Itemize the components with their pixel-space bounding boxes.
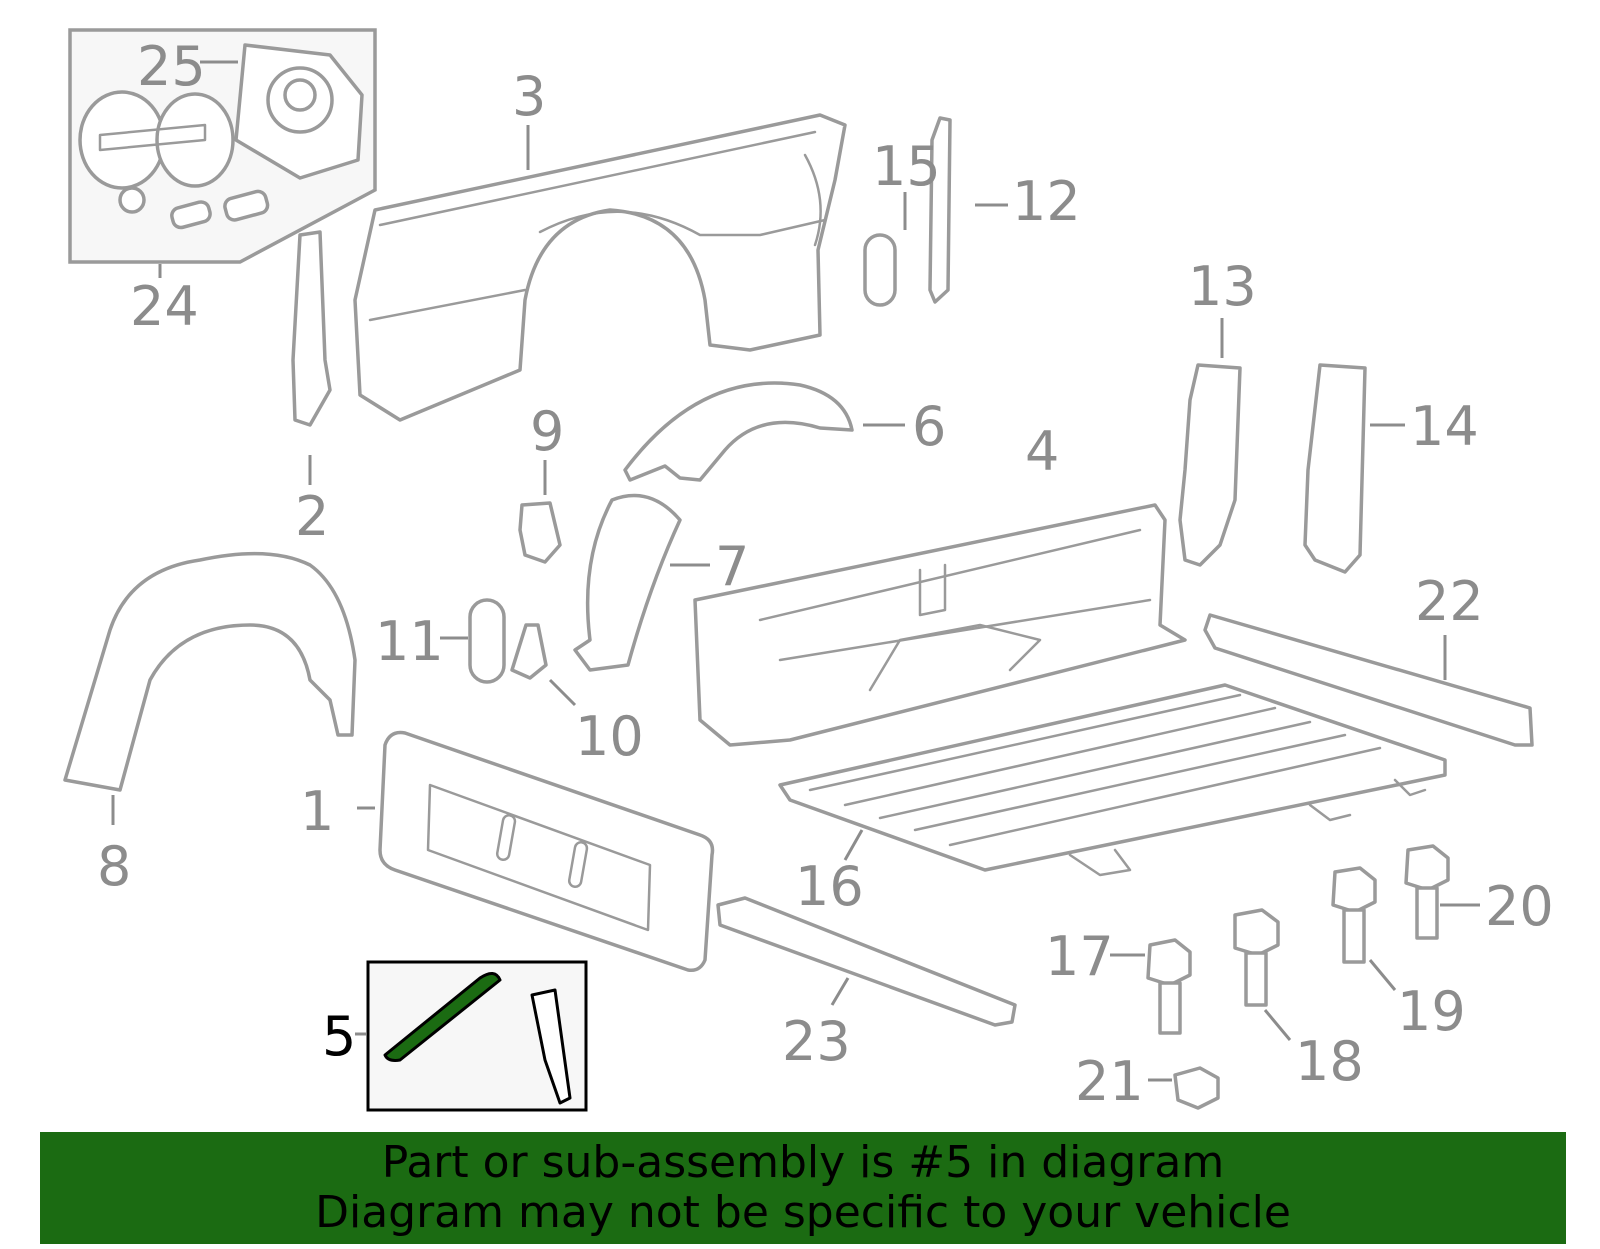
nut-21 <box>1173 1066 1220 1110</box>
callout-17[interactable]: 17 <box>1045 925 1114 988</box>
callout-2[interactable]: 2 <box>295 485 329 548</box>
callout-18[interactable]: 18 <box>1295 1030 1364 1093</box>
banner-line-2: Diagram may not be specific to your vehi… <box>315 1187 1291 1238</box>
callout-8[interactable]: 8 <box>97 835 131 898</box>
strip-12 <box>928 116 952 304</box>
plug-15 <box>863 233 897 307</box>
wheelhouse-liner-6 <box>623 381 854 482</box>
plug-11 <box>468 598 506 684</box>
callout-4[interactable]: 4 <box>1025 420 1059 483</box>
leader-lines <box>111 60 1480 1082</box>
fender-flare-8 <box>63 551 357 792</box>
bolt-19 <box>1331 866 1377 964</box>
callout-5[interactable]: 5 <box>322 1005 356 1068</box>
bed-floor-16 <box>778 683 1447 877</box>
front-panel-4 <box>693 503 1187 747</box>
fuel-door-inset <box>68 28 377 264</box>
callout-20[interactable]: 20 <box>1485 875 1554 938</box>
callout-23[interactable]: 23 <box>782 1010 851 1073</box>
corner-post-13 <box>1178 363 1242 567</box>
callout-9[interactable]: 9 <box>530 400 564 463</box>
callout-11[interactable]: 11 <box>375 610 444 673</box>
callout-1[interactable]: 1 <box>300 780 334 843</box>
callout-21[interactable]: 21 <box>1075 1050 1144 1113</box>
sill-23 <box>716 896 1017 1027</box>
callout-13[interactable]: 13 <box>1188 255 1257 318</box>
inner-wheelhouse-7 <box>573 493 682 672</box>
corner-post-14 <box>1303 363 1367 574</box>
callout-7[interactable]: 7 <box>715 535 749 598</box>
callout-22[interactable]: 22 <box>1415 570 1484 633</box>
crossmember-22 <box>1203 613 1534 747</box>
callout-3[interactable]: 3 <box>512 65 546 128</box>
bracket-10 <box>510 623 548 680</box>
bolt-17 <box>1146 938 1192 1035</box>
tailgate-1 <box>378 730 715 973</box>
callout-15[interactable]: 15 <box>872 135 941 198</box>
callout-19[interactable]: 19 <box>1397 980 1466 1043</box>
bolt-20 <box>1404 844 1450 940</box>
bolt-18 <box>1233 908 1280 1007</box>
callout-16[interactable]: 16 <box>795 855 864 918</box>
bedside-panel <box>353 113 847 422</box>
callout-25[interactable]: 25 <box>137 35 206 98</box>
callout-12[interactable]: 12 <box>1012 170 1081 233</box>
banner-line-1: Part or sub-assembly is #5 in diagram <box>381 1137 1225 1188</box>
seal-kit-5[interactable] <box>366 960 588 1112</box>
callout-24[interactable]: 24 <box>130 275 199 338</box>
callout-6[interactable]: 6 <box>912 395 946 458</box>
callout-labels: 25 24 3 2 9 6 7 8 11 10 15 12 13 14 4 22… <box>97 35 1554 1113</box>
callout-10[interactable]: 10 <box>575 705 644 768</box>
callout-14[interactable]: 14 <box>1410 395 1479 458</box>
info-banner: Part or sub-assembly is #5 in diagram Di… <box>40 1132 1566 1244</box>
clip-9 <box>518 501 562 564</box>
corner-brace <box>291 230 332 427</box>
